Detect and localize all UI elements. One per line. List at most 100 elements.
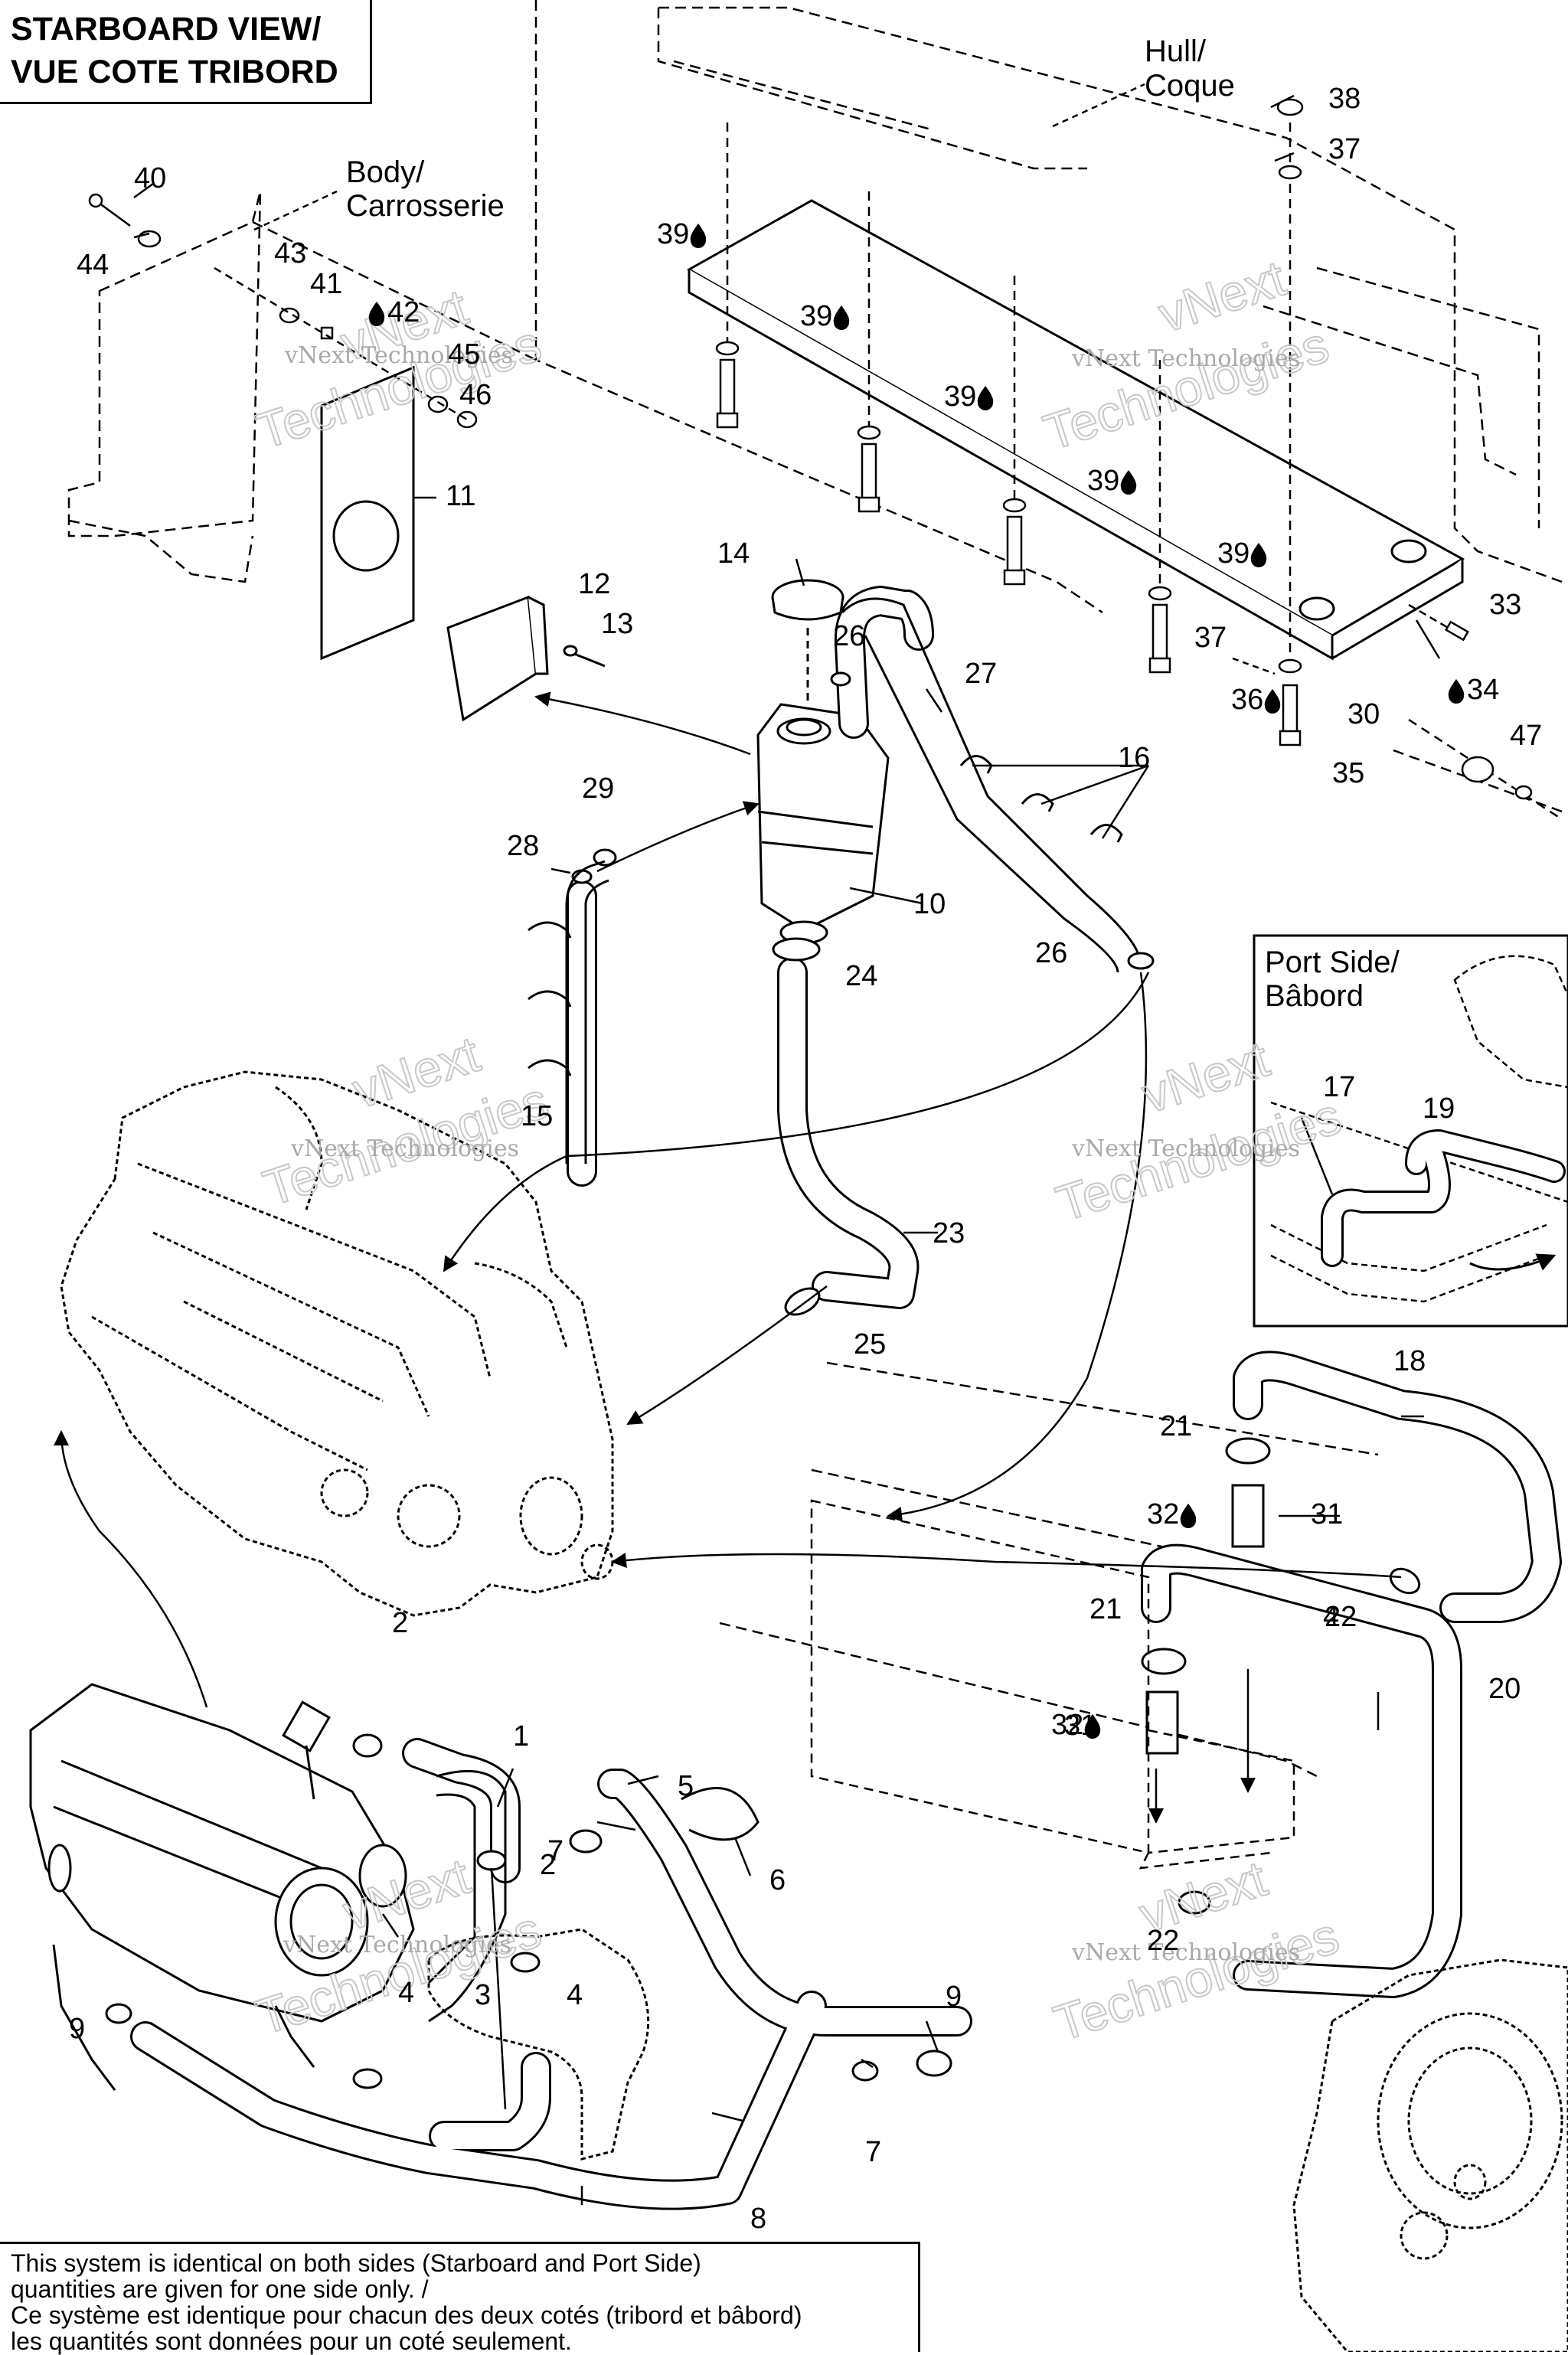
callout-17: 17 — [1323, 1071, 1355, 1103]
manifold — [29, 1683, 415, 2091]
callout-3: 3 — [475, 1979, 491, 2011]
callout-42: 42 — [387, 296, 420, 328]
callout-6: 6 — [769, 1864, 786, 1896]
callout-36: 36 — [1231, 684, 1263, 716]
bracket-12 — [446, 595, 606, 722]
callout-33: 33 — [1489, 589, 1521, 621]
lock-drop-icon — [833, 305, 850, 330]
body-panel-outline — [67, 191, 537, 583]
hose-27 — [427, 597, 1142, 2023]
lock-drop-icon — [1250, 543, 1267, 567]
callout-2: 2 — [540, 1849, 556, 1881]
callout-37: 37 — [1194, 622, 1227, 654]
label-body-2: Carrosserie — [346, 189, 505, 223]
lock-drop-icon — [1120, 470, 1137, 495]
callout-32: 32 — [1051, 1709, 1083, 1741]
title-line-1: STARBOARD VIEW/ — [11, 11, 322, 47]
callout-21: 21 — [1160, 1410, 1192, 1442]
callout-1: 1 — [513, 1720, 529, 1752]
note-line-1: This system is identical on both sides (… — [11, 2249, 701, 2277]
callout-41: 41 — [310, 268, 342, 300]
callout-39: 39 — [1087, 465, 1119, 497]
mounting-rail — [686, 199, 1465, 661]
watermark-small-5: vNext Technologies — [283, 1932, 511, 1958]
callout-25: 25 — [854, 1328, 886, 1360]
label-hull-2: Coque — [1145, 69, 1235, 103]
callout-12: 12 — [578, 568, 610, 600]
lock-drop-icon — [1264, 689, 1281, 714]
title-box: STARBOARD VIEW/ VUE COTE TRIBORD — [0, 0, 372, 104]
callout-20: 20 — [1488, 1673, 1521, 1705]
callout-11: 11 — [446, 480, 475, 512]
watermark-small-3: vNext Technologies — [290, 1135, 519, 1162]
lock-drop-icon — [690, 224, 707, 248]
callout-30: 30 — [1348, 698, 1380, 730]
tube-28 — [565, 860, 609, 1164]
callout-16: 16 — [1118, 742, 1150, 774]
title-line-2: VUE COTE TRIBORD — [11, 54, 338, 90]
callout-35: 35 — [1332, 757, 1364, 789]
callout-14: 14 — [717, 537, 750, 570]
callout-5: 5 — [678, 1770, 694, 1802]
callout-46: 46 — [459, 379, 492, 411]
callout-15: 15 — [521, 1100, 553, 1132]
callout-39: 39 — [657, 218, 689, 250]
callout-39: 39 — [944, 381, 976, 413]
callout-8: 8 — [750, 2203, 766, 2235]
callout-43: 43 — [274, 237, 306, 269]
callout-13: 13 — [601, 608, 633, 640]
callout-40: 40 — [134, 162, 166, 194]
note-line-3: Ce système est identique pour chacun des… — [11, 2301, 802, 2329]
label-hull-1: Hull/ — [1145, 34, 1207, 68]
hull-outline — [534, 0, 1563, 1778]
callout-7: 7 — [865, 2136, 881, 2168]
label-port-1: Port Side/ — [1265, 946, 1400, 979]
callout-2: 2 — [392, 1607, 408, 1639]
callout-47: 47 — [1510, 720, 1542, 752]
callout-4: 4 — [567, 1979, 583, 2011]
callout-9: 9 — [946, 1981, 962, 2013]
watermark-small-2: vNext Technologies — [1071, 345, 1300, 372]
callout-29: 29 — [582, 772, 614, 805]
lock-drop-icon — [368, 302, 385, 326]
callout-32: 32 — [1147, 1498, 1179, 1530]
callout-9: 9 — [69, 2013, 85, 2045]
callout-39: 39 — [1217, 537, 1250, 570]
engine — [60, 1070, 614, 1617]
callout-19: 19 — [1423, 1093, 1455, 1125]
hull-floor-rect — [810, 1499, 1295, 1870]
callout-44: 44 — [77, 249, 109, 281]
lock-drop-icon — [1448, 679, 1465, 704]
watermark-small-6: vNext Technologies — [1071, 1939, 1300, 1966]
lock-drop-icon — [977, 386, 994, 410]
note-line-2: quantities are given for one side only. … — [11, 2275, 429, 2303]
label-port-2: Bâbord — [1265, 979, 1364, 1013]
callout-26: 26 — [1035, 937, 1067, 969]
flow-arrows — [54, 691, 1402, 1824]
callout-22: 22 — [1147, 1925, 1179, 1957]
callout-38: 38 — [1328, 83, 1361, 115]
callout-31: 31 — [1311, 1498, 1343, 1530]
bracket-11 — [320, 365, 415, 661]
callout-10: 10 — [913, 888, 946, 920]
lock-drop-icon — [1084, 1714, 1101, 1739]
callout-27: 27 — [965, 658, 997, 690]
callout-39: 39 — [800, 300, 832, 332]
callout-26: 26 — [833, 620, 865, 652]
callout-4: 4 — [1323, 1601, 1339, 1633]
callout-34: 34 — [1467, 674, 1499, 706]
callout-7: 7 — [547, 1835, 564, 1867]
label-body-1: Body/ — [346, 155, 425, 189]
watermark-small-1: vNext Technologies — [284, 342, 513, 369]
watermark-small-4: vNext Technologies — [1071, 1135, 1300, 1162]
coolant-reservoir — [756, 579, 890, 945]
bolts-35 — [715, 98, 1304, 746]
region-labels: Hull/ Coque Body/ Carrosserie Port Side/… — [346, 34, 1400, 1013]
note-box: This system is identical on both sides (… — [0, 2242, 920, 2355]
note-line-4: les quantités sont données pour un coté … — [11, 2327, 572, 2355]
callout-24: 24 — [845, 960, 877, 992]
callout-18: 18 — [1393, 1345, 1426, 1377]
callout-22: 22 — [1325, 1601, 1357, 1633]
